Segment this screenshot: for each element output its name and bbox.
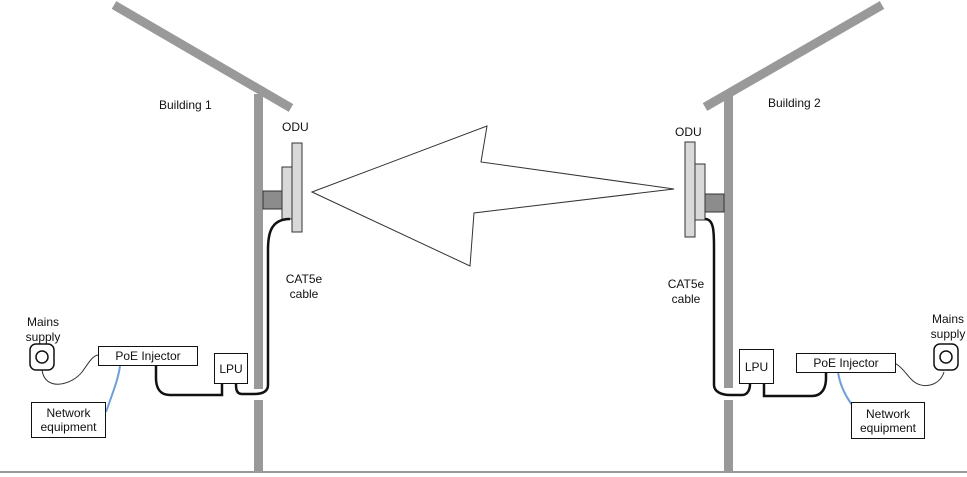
- power-socket-icon: [30, 344, 54, 370]
- mains-supply-left-label: Mains supply: [14, 315, 72, 345]
- odu-right-dish: [685, 142, 695, 237]
- network-equipment-left-line2: equipment: [40, 420, 96, 434]
- cat5e-cable-left-label-line1: CAT5e: [278, 272, 330, 287]
- building-1: [114, 5, 291, 472]
- odu-right-bracket: [695, 164, 705, 220]
- mains-supply-right-line2: supply: [920, 327, 967, 342]
- mains-supply-right-label: Mains supply: [920, 312, 967, 342]
- building-2-label: Building 2: [768, 96, 821, 111]
- mains-supply-left-line1: Mains: [14, 315, 72, 330]
- odu-left-bracket: [282, 167, 292, 219]
- lpu-right: LPU: [739, 349, 774, 384]
- network-equipment-right-line2: equipment: [860, 421, 916, 435]
- power-socket-icon: [934, 344, 958, 370]
- lpu-left: LPU: [214, 353, 248, 384]
- building-1-roof: [114, 5, 291, 108]
- cat5e-cable-left-label: CAT5e cable: [278, 272, 330, 302]
- network-cable-left: [106, 366, 120, 412]
- building-1-label: Building 1: [159, 98, 212, 113]
- building-2-roof: [705, 5, 882, 107]
- odu-left-label: ODU: [282, 120, 309, 135]
- odu-left-dish: [292, 143, 302, 232]
- poe-injector-left: PoE Injector: [98, 346, 198, 366]
- cat5e-cable-right-label-line1: CAT5e: [660, 277, 712, 292]
- lpu-to-poe-cable-left: [156, 362, 222, 395]
- building-1-wall-lower: [254, 400, 263, 472]
- building-2-wall-upper: [724, 96, 733, 388]
- cat5e-cable-right-label-line2: cable: [660, 292, 712, 307]
- mains-supply-left-line2: supply: [14, 330, 72, 345]
- network-equipment-left: Network equipment: [31, 402, 106, 438]
- odu-right-label: ODU: [675, 125, 702, 140]
- network-equipment-right: Network equipment: [851, 402, 925, 439]
- cat5e-cable-left-label-line2: cable: [278, 287, 330, 302]
- building-2-wall-lower: [724, 400, 733, 472]
- network-equipment-right-line1: Network: [866, 407, 910, 421]
- odu-left-mount: [263, 191, 283, 209]
- network-equipment-left-line1: Network: [46, 406, 90, 420]
- cat5e-cable-right-label: CAT5e cable: [660, 277, 712, 307]
- poe-injector-right: PoE Injector: [796, 353, 896, 373]
- lightning-bolt-link-icon: [312, 126, 674, 266]
- odu-right-mount: [704, 194, 724, 212]
- building-1-wall-upper: [254, 94, 263, 389]
- odu-right: [685, 142, 724, 237]
- mains-supply-right-line1: Mains: [920, 312, 967, 327]
